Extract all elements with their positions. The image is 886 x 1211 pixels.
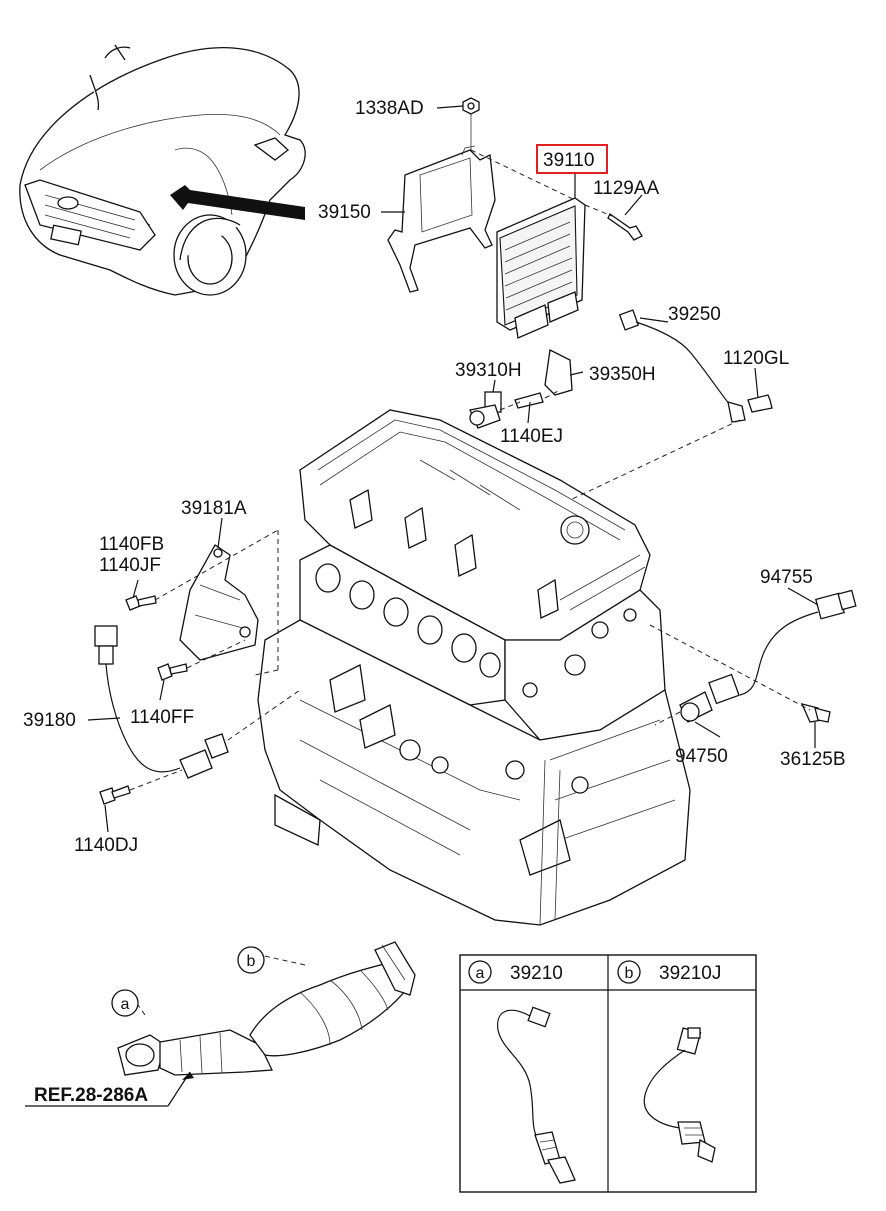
label-39310H[interactable]: 39310H [455, 360, 522, 381]
reference-note: REF.28-286A [25, 1071, 194, 1107]
crank-sensor-39180 [94, 625, 229, 779]
bolt-1140EJ [514, 392, 544, 409]
highlight-box-39110 [536, 144, 608, 174]
label-39250[interactable]: 39250 [668, 304, 721, 325]
callout-a: a [111, 989, 139, 1017]
bolt-1140FF [157, 663, 188, 681]
label-94750[interactable]: 94750 [675, 746, 728, 767]
label-1140FB[interactable]: 1140FB [99, 534, 164, 555]
catalytic-converter [117, 941, 416, 1076]
leader-lines [129, 149, 811, 1016]
label-39150[interactable]: 39150 [318, 202, 371, 223]
label-1140DJ[interactable]: 1140DJ [74, 835, 138, 856]
label-94755[interactable]: 94755 [760, 567, 813, 588]
bolt-1129AA [607, 213, 643, 241]
label-1338AD[interactable]: 1338AD [355, 98, 424, 119]
bracket-39350H [544, 349, 573, 396]
part-labels: 1338AD 39110 1129AA 39150 39250 1120GL 3… [23, 98, 846, 856]
label-1140JF[interactable]: 1140JF [99, 555, 161, 576]
legend-b-letter: b [625, 965, 634, 982]
callout-a-letter: a [121, 996, 130, 1013]
callout-b: b [237, 946, 265, 974]
label-39180[interactable]: 39180 [23, 710, 76, 731]
ref-28-286A-label[interactable]: REF.28-286A [34, 1085, 148, 1106]
cam-sensor-39310H [469, 391, 502, 429]
knock-sensor-39250 [618, 309, 746, 423]
label-1129AA[interactable]: 1129AA [593, 178, 660, 199]
legend-a-letter: a [476, 965, 485, 982]
sensor-94750 [679, 691, 713, 723]
bolt-1140FB [125, 595, 157, 611]
oxygen-sensor-39210-drawing [497, 1006, 576, 1184]
callout-b-letter: b [247, 953, 256, 970]
bolt-1140DJ [99, 785, 131, 805]
label-leaders [87, 105, 819, 833]
ecu-39110 [496, 197, 586, 339]
label-39350H[interactable]: 39350H [589, 364, 656, 385]
label-36125B[interactable]: 36125B [780, 749, 846, 770]
label-39110[interactable]: 39110 [543, 150, 594, 171]
legend-b-part-39210J[interactable]: 39210J [659, 963, 721, 984]
oxygen-sensor-39210J-drawing [643, 1027, 716, 1163]
sensor-harness-94755 [708, 589, 857, 705]
label-1120GL[interactable]: 1120GL [723, 348, 789, 369]
legend-a-part-39210[interactable]: 39210 [510, 963, 563, 984]
bolt-1120GL [747, 394, 773, 413]
ecu-bracket-39150 [387, 145, 496, 293]
bolt-36125B [800, 703, 831, 723]
heat-shield-39181A [179, 544, 259, 661]
nut-1338AD [462, 97, 480, 150]
label-39181A[interactable]: 39181A [181, 498, 247, 519]
label-1140EJ[interactable]: 1140EJ [500, 426, 563, 447]
vehicle-illustration [19, 44, 306, 296]
oxygen-sensor-legend: a 39210 b 39210J [459, 954, 757, 1193]
engine-block [257, 409, 691, 926]
label-1140FF[interactable]: 1140FF [130, 707, 194, 728]
